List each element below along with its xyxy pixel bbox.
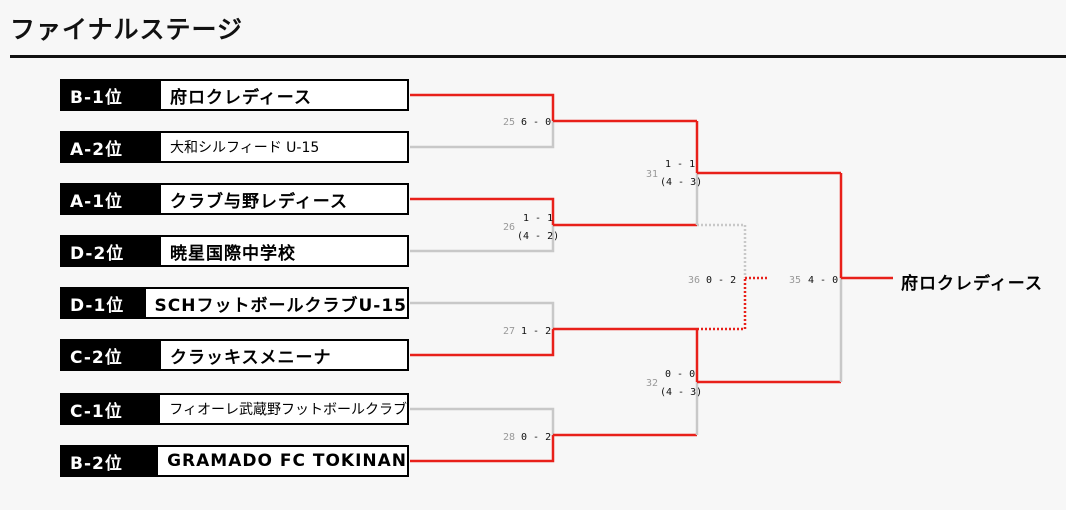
match-score: 1 - 1 [665,159,695,170]
match-no: 25 [503,117,515,128]
match-score: 6 - 0 [521,117,551,128]
team-slot-5: D-1位 SCHフットボールクラブU-15 [60,287,409,319]
team-slot-6: C-2位 クラッキスメニーナ [60,339,409,371]
line-team1 [410,93,555,121]
match-score: 1 - 1 [523,213,553,224]
team-name: 暁星国際中学校 [170,243,296,264]
match-no: 28 [503,432,515,443]
title-divider [10,55,1066,58]
match-no: 32 [646,378,658,389]
team-slot-3: A-1位 クラブ与野レディース [60,183,409,215]
champion-name: 府ロクレディース [901,274,1043,294]
match-no: 27 [503,326,515,337]
team-name: 大和シルフィード U-15 [170,140,320,156]
line-team7 [410,407,555,435]
match-pk: (4 - 2) [517,231,559,242]
match-no: 26 [503,222,515,233]
line-team3 [410,197,555,225]
rank-label: D-2位 [62,237,161,265]
page-title: ファイナルステージ [10,15,244,44]
match-score: 0 - 2 [706,275,736,286]
team-name: 府ロクレディース [170,87,312,108]
team-slot-8: B-2位 GRAMADO FC TOKINAN [60,445,409,477]
line-team2 [410,121,555,149]
match-score: 1 - 2 [521,326,551,337]
line-m36-bottom [697,278,747,331]
match-score: 0 - 2 [521,432,551,443]
match-pk: (4 - 3) [660,177,702,188]
line-team5 [410,301,555,329]
rank-label: B-2位 [62,447,159,475]
rank-label: C-2位 [62,341,161,369]
line-team6 [410,329,555,357]
rank-label: D-1位 [62,289,146,317]
line-team8 [410,435,555,463]
rank-label: B-1位 [62,81,161,109]
rank-label: A-1位 [62,185,161,213]
rank-label: C-1位 [62,395,161,423]
team-slot-4: D-2位 暁星国際中学校 [60,235,409,267]
team-name: SCHフットボールクラブU-15 [154,295,407,316]
team-slot-1: B-1位 府ロクレディース [60,79,409,111]
team-slot-7: C-1位 フィオーレ武蔵野フットボールクラブ [60,393,409,425]
match-score: 4 - 0 [808,275,838,286]
match-no: 35 [789,275,801,286]
match-no: 36 [688,275,700,286]
team-name: クラブ与野レディース [170,191,348,212]
team-name: フィオーレ武蔵野フットボールクラブ [169,402,407,418]
line-m36-top [697,223,747,278]
match-no: 31 [646,169,658,180]
team-name: GRAMADO FC TOKINAN [167,451,407,471]
match-pk: (4 - 3) [660,387,702,398]
line-team4 [410,225,555,253]
match-score: 0 - 0 [665,369,695,380]
rank-label: A-2位 [62,133,161,161]
team-name: クラッキスメニーナ [170,347,332,368]
team-slot-2: A-2位 大和シルフィード U-15 [60,131,409,163]
